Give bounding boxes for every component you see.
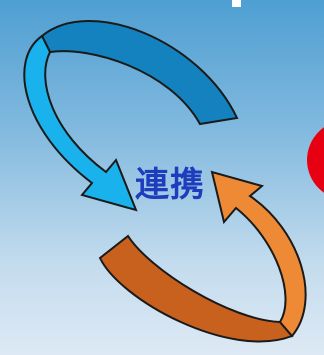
top-white-mark xyxy=(232,0,241,7)
center-label: 連携 xyxy=(135,165,205,205)
orange-arrow xyxy=(210,170,307,338)
blue-arc-back xyxy=(40,20,239,126)
brown-arc-back xyxy=(98,234,294,343)
red-accent-shape xyxy=(307,127,324,193)
blue-arrow xyxy=(23,34,138,212)
